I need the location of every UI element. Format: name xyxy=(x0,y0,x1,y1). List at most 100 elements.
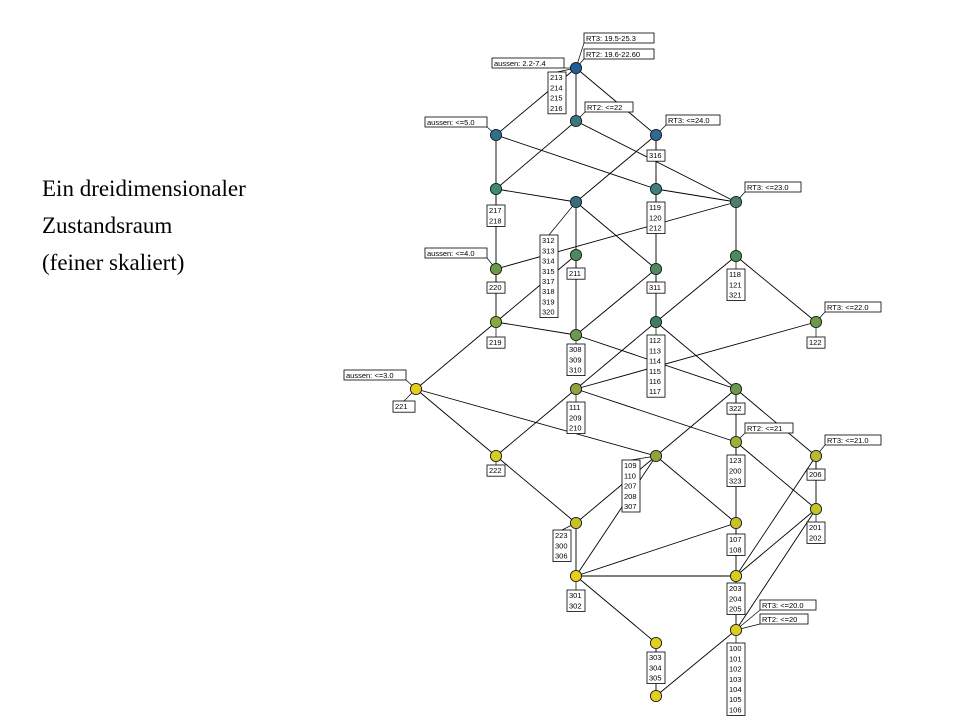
object-label-box xyxy=(726,454,746,488)
lattice-node xyxy=(729,569,743,583)
object-label-text: 102 xyxy=(729,665,742,674)
attribute-label-box xyxy=(759,599,817,611)
object-label-box xyxy=(621,459,641,513)
object-label-text: 321 xyxy=(729,291,742,300)
lattice-edges xyxy=(415,67,817,697)
object-label-text: 314 xyxy=(542,257,555,266)
object-label-box xyxy=(646,149,666,162)
object-label-text: 223 xyxy=(555,531,568,540)
lattice-edge xyxy=(575,455,657,577)
object-label-text: 221 xyxy=(395,402,408,411)
lattice-edge xyxy=(575,268,657,336)
object-label-box xyxy=(646,281,666,294)
object-label-text: 307 xyxy=(624,502,637,511)
attribute-label-text: RT3: <=22.0 xyxy=(827,303,869,312)
attribute-label-text: aussen: 2.2-7.4 xyxy=(494,59,546,68)
object-label-text: 219 xyxy=(489,338,502,347)
object-label-box xyxy=(806,468,826,481)
lattice-edge xyxy=(575,134,657,203)
object-label-box xyxy=(806,336,826,349)
attribute-label: RT3: <=20.0 xyxy=(759,599,817,611)
attribute-label-text: aussen: <=3.0 xyxy=(346,371,394,380)
lattice-node xyxy=(649,449,663,463)
object-label-text: 105 xyxy=(729,695,742,704)
object-label-text: 123 xyxy=(729,456,742,465)
object-labels: 2132142152163162172181191202123123133143… xyxy=(392,71,826,716)
object-label: 219 xyxy=(486,336,506,349)
object-label-text: 112 xyxy=(649,336,661,345)
object-label-text: 111 xyxy=(569,403,580,412)
lattice-node xyxy=(569,195,583,209)
object-label-text: 200 xyxy=(729,466,742,475)
attribute-label-text: RT2: <=22 xyxy=(587,103,622,112)
lattice-edge xyxy=(735,255,817,323)
object-label-text: 303 xyxy=(649,653,662,662)
lattice-edge xyxy=(735,508,817,631)
object-label-text: 306 xyxy=(555,552,568,561)
object-label-box xyxy=(486,204,506,227)
lattice-edge xyxy=(495,254,577,323)
object-label-box xyxy=(547,71,567,115)
object-label-box xyxy=(646,201,666,235)
lattice-edge xyxy=(575,455,657,524)
lattice-node xyxy=(729,435,743,449)
attribute-label: RT3: <=23.0 xyxy=(744,181,802,193)
attribute-label-text: RT2: <=21 xyxy=(747,424,782,433)
lattice-node xyxy=(489,128,503,142)
slide-caption: Ein dreidimensionaler Zustandsraum (fein… xyxy=(42,170,342,281)
object-label-text: 215 xyxy=(550,94,563,103)
lattice-node xyxy=(729,249,743,263)
lattice-edge xyxy=(575,575,657,644)
lattice-node xyxy=(809,502,823,516)
lattice-node xyxy=(489,262,503,276)
lattice-edge xyxy=(655,629,737,697)
attribute-label-box xyxy=(759,613,809,625)
attribute-label: RT3: <=22.0 xyxy=(824,301,882,313)
lattice-node xyxy=(569,248,583,262)
object-label: 122 xyxy=(806,336,826,349)
lattice-edge xyxy=(575,522,737,577)
object-label-text: 101 xyxy=(729,654,742,663)
object-label-text: 103 xyxy=(729,675,742,684)
object-label-text: 110 xyxy=(624,471,636,480)
object-label-text: 100 xyxy=(729,644,742,653)
lattice-node xyxy=(809,449,823,463)
lattice-edge xyxy=(655,455,737,524)
lattice-node xyxy=(409,382,423,396)
object-label-box xyxy=(566,401,586,435)
object-label-text: 203 xyxy=(729,584,742,593)
attribute-label: RT2: 19.6-22.60 xyxy=(583,48,655,60)
lattice-edge xyxy=(655,188,737,203)
attribute-label: RT3: 19.5-25.3 xyxy=(583,32,655,44)
object-label-box xyxy=(726,642,746,716)
attribute-label: RT3: <=21.0 xyxy=(824,434,882,446)
object-label-text: 207 xyxy=(624,482,637,491)
lattice-node xyxy=(489,315,503,329)
attribute-label: aussen: 2.2-7.4 xyxy=(491,57,565,69)
object-label-box xyxy=(726,402,746,415)
lattice-edge xyxy=(495,201,737,270)
lattice-edge xyxy=(575,321,657,390)
object-label-box xyxy=(726,533,746,556)
object-label-box xyxy=(566,343,586,377)
lattice-node xyxy=(489,449,503,463)
object-label-text: 113 xyxy=(649,346,661,355)
object-label-text: 220 xyxy=(489,283,502,292)
object-label-text: 312 xyxy=(542,236,555,245)
attribute-label: aussen: <=5.0 xyxy=(424,116,488,128)
object-label: 220 xyxy=(486,281,506,294)
lattice-edge xyxy=(575,321,817,390)
object-label-text: 316 xyxy=(649,151,662,160)
object-label-box xyxy=(486,464,506,477)
object-label-box xyxy=(726,268,746,302)
attribute-label-box xyxy=(583,32,655,44)
object-label-text: 323 xyxy=(729,477,742,486)
object-label-text: 205 xyxy=(729,605,742,614)
attribute-label-text: RT3: <=20.0 xyxy=(762,601,804,610)
object-label-text: 115 xyxy=(649,367,661,376)
